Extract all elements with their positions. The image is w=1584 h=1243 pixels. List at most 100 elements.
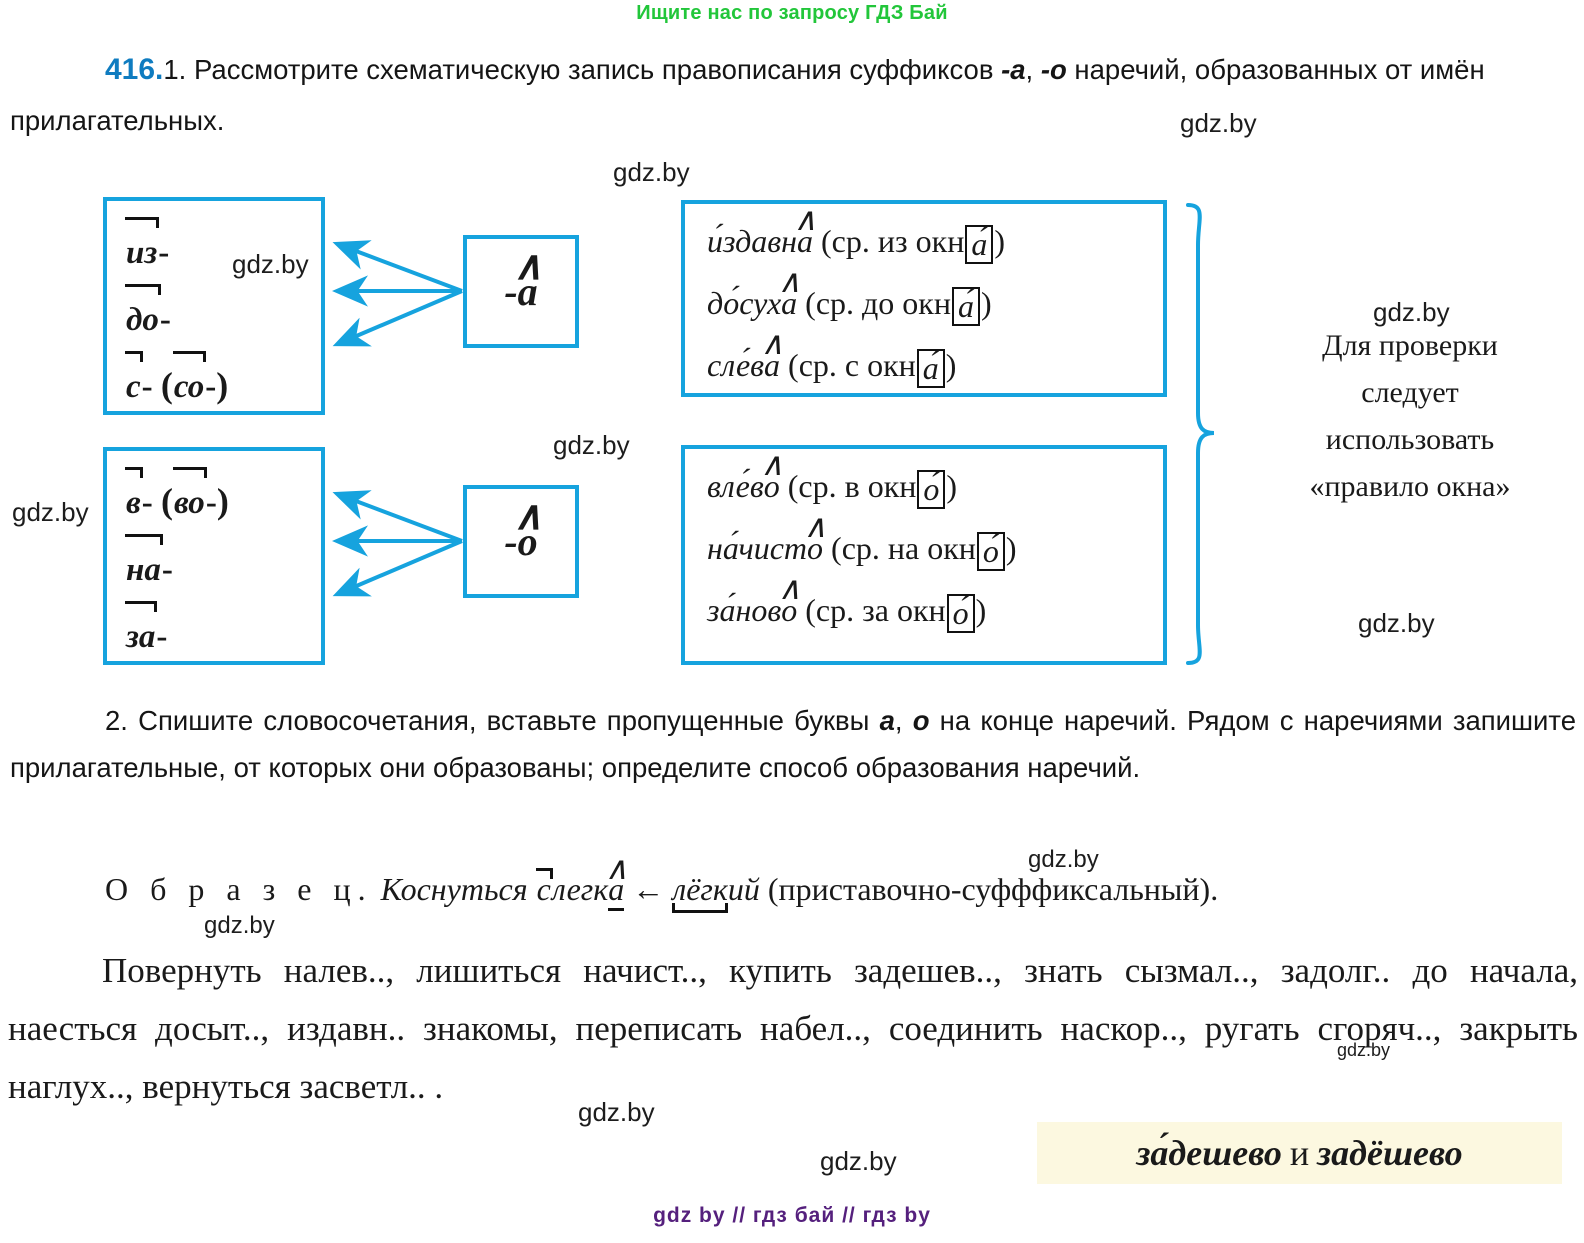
task-1-paragraph: 416.1. Рассмотрите схематическую запись … — [10, 44, 1570, 146]
example-close-paren: ) — [946, 468, 958, 504]
paren-open: ( — [160, 365, 173, 405]
paren-close: ) — [216, 481, 229, 521]
exercise-number: 416. — [105, 53, 164, 86]
suffix-o-letter-wrap: ∧о — [514, 493, 543, 565]
sample-verb: Коснуться — [380, 871, 536, 907]
watermark: gdz.by — [578, 1097, 655, 1127]
boxed-ending: о́ — [946, 594, 975, 633]
boxed-ending: о́ — [976, 532, 1005, 571]
prefix-morpheme: на — [125, 534, 163, 604]
example-suffix-wrap: ∧о — [804, 508, 827, 579]
suffix-o-label: -∧о — [467, 489, 575, 594]
paren-close: ) — [216, 365, 229, 405]
suffix-a-letter: а — [517, 269, 538, 314]
watermark: gdz.by — [820, 1146, 897, 1176]
sample-line: О б р а з е ц. Коснуться слегк∧а ← лёгки… — [105, 850, 1575, 913]
watermark: gdz.by — [232, 249, 309, 279]
example-suffix: а — [781, 285, 798, 321]
prefix-row: до- — [125, 278, 228, 345]
exercise-body: Повернуть налев.., лишиться начист.., ку… — [8, 942, 1578, 1116]
prefix-dash: - — [141, 485, 153, 521]
boxed-ending: а́ — [965, 225, 994, 264]
prefix-row: на- — [125, 528, 229, 595]
prefix-dash: - — [158, 235, 170, 271]
example-comparison: (ср. до окн — [797, 285, 951, 321]
brace-note-line: Для проверки — [1322, 329, 1498, 362]
caret-icon: ∧ — [513, 493, 543, 538]
task-2-text-a: 2. Спишите словосочетания, вставьте проп… — [105, 705, 880, 736]
caret-icon: ∧ — [604, 850, 629, 886]
watermark: gdz.by — [1180, 108, 1257, 138]
watermark: gdz.by — [1358, 608, 1435, 638]
task-2-paragraph: 2. Спишите словосочетания, вставьте проп… — [10, 697, 1576, 791]
prefix-dash: - — [161, 552, 173, 588]
exercise-body-text: Повернуть налев.., лишиться начист.., ку… — [8, 951, 1578, 1106]
task-1-text-b: наречий, образованных от имён прилагател… — [10, 54, 1485, 136]
example-suffix: о — [807, 530, 824, 566]
prefix-group-a-box: из- до- с- (со-) — [103, 197, 325, 415]
caret-icon: ∧ — [760, 446, 784, 482]
prefix-dash: - — [159, 302, 171, 338]
example-close-paren: ) — [945, 347, 957, 383]
sample-label: О б р а з е ц. — [105, 871, 373, 907]
letter-o-inline: о — [912, 705, 930, 736]
prefix-row: с- (со-) — [125, 345, 228, 412]
note-word-2: задёшево — [1317, 1133, 1463, 1173]
example-comparison: (ср. в окн — [779, 468, 917, 504]
suffix-a-letter-wrap: ∧а — [514, 243, 543, 315]
paren-open: ( — [161, 481, 173, 521]
note-conjunction: и — [1289, 1133, 1310, 1173]
sample-adjective-root: лёгк — [672, 871, 728, 913]
suffix-dash: - — [504, 519, 518, 564]
watermark: gdz.by — [613, 157, 690, 187]
example-suffix: о — [763, 468, 780, 504]
task-2-comma: , — [894, 705, 913, 736]
watermark: gdz.by — [12, 497, 89, 527]
promo-banner: Ищите нас по запросу ГДЗ Бай — [636, 2, 948, 24]
prefix-morpheme-variant: со — [172, 351, 207, 421]
prefix-morpheme: в — [125, 467, 143, 537]
example-suffix: о — [781, 592, 798, 628]
note-word-1: за́дешево — [1136, 1133, 1282, 1173]
watermark: gdz.by — [1373, 297, 1450, 327]
boxed-ending: а́ — [916, 349, 945, 388]
example-suffix-wrap: ∧а — [778, 263, 801, 334]
caret-icon: ∧ — [760, 325, 785, 361]
caret-icon: ∧ — [803, 508, 828, 544]
brace-note-line: использовать — [1325, 423, 1495, 456]
watermark: gdz.by — [1028, 846, 1099, 873]
example-suffix-wrap: ∧о — [778, 570, 801, 641]
watermark: gdz.by — [1337, 1040, 1391, 1060]
example-close-paren: ) — [1005, 530, 1017, 566]
prefix-morpheme: с — [125, 351, 143, 421]
prefix-row: за- — [125, 595, 229, 662]
suffix-dash: - — [504, 269, 518, 314]
example-word-stem: за́нов — [707, 592, 782, 628]
derivation-arrow: ← — [624, 871, 673, 907]
suffix-o-box: -∧о — [463, 485, 579, 598]
example-comparison: (ср. с окн — [780, 347, 916, 383]
prefix-morpheme: за — [125, 601, 158, 671]
suffix-a-box: -∧а — [463, 235, 579, 348]
task-2-text-b: на конце наречий. Рядом с наречиями запи… — [10, 705, 1576, 783]
task-1-comma: , — [1025, 54, 1041, 85]
caret-icon: ∧ — [778, 570, 802, 606]
brace-note-line: «правило окна» — [1309, 470, 1511, 503]
watermark: gdz.by — [553, 430, 630, 460]
example-close-paren: ) — [980, 285, 992, 321]
example-word-stem: на́чист — [707, 530, 808, 566]
example-comparison: (ср. из окн — [813, 223, 965, 259]
example-word-stem: сле́в — [707, 347, 765, 383]
suffix-o-inline: -о — [1040, 54, 1067, 85]
suffix-a-inline: -а — [1001, 54, 1026, 85]
suffix-o-letter: о — [517, 519, 538, 564]
prefix-row: в- (во-) — [125, 461, 229, 528]
prefix-row: из- — [125, 211, 228, 278]
sample-stem: легк — [551, 871, 609, 907]
